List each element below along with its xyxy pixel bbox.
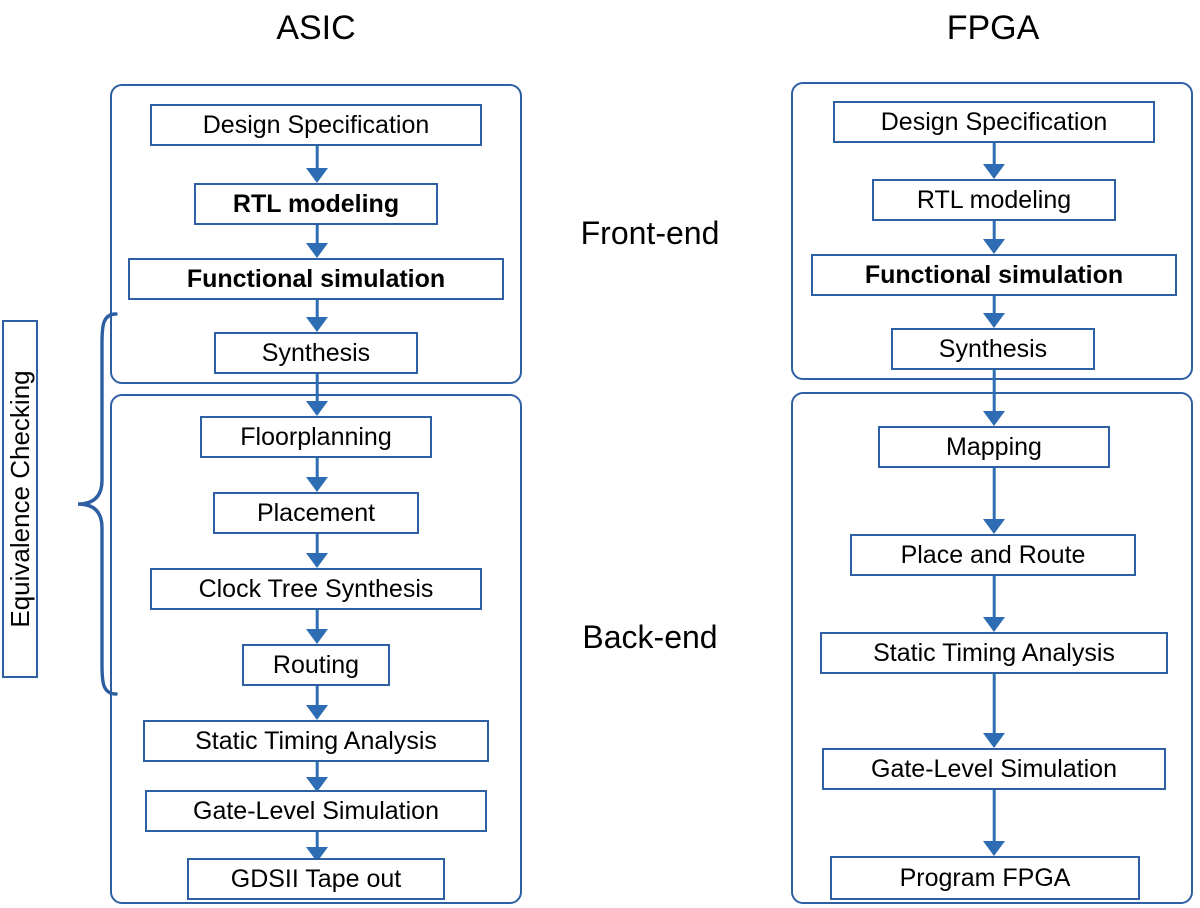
step-fpga-functional-simulation[interactable]: Functional simulation (811, 254, 1177, 296)
column-title-asic: ASIC (276, 9, 356, 47)
equivalence-checking-brace-icon (77, 312, 118, 696)
step-fpga-gate-level-simulation[interactable]: Gate-Level Simulation (822, 748, 1166, 790)
step-fpga-static-timing-analysis[interactable]: Static Timing Analysis (820, 632, 1168, 674)
step-asic-synthesis[interactable]: Synthesis (214, 332, 418, 374)
stage-label-front-end: Front-end (580, 215, 720, 251)
step-asic-gate-level-simulation[interactable]: Gate-Level Simulation (145, 790, 487, 832)
step-fpga-mapping[interactable]: Mapping (878, 426, 1110, 468)
arrow-fpga-fe-1 (983, 143, 1005, 179)
equivalence-checking-label: Equivalence Checking (5, 370, 35, 628)
arrow-asic-be-4 (306, 686, 328, 720)
step-asic-gdsii-tape-out[interactable]: GDSII Tape out (187, 858, 445, 900)
arrow-asic-fe-1 (306, 146, 328, 183)
arrow-fpga-be-3 (983, 674, 1005, 748)
step-fpga-place-and-route[interactable]: Place and Route (850, 534, 1136, 576)
arrow-asic-be-3 (306, 610, 328, 644)
group-fpga-front-end (791, 82, 1193, 380)
step-asic-functional-simulation[interactable]: Functional simulation (128, 258, 504, 300)
step-fpga-program-fpga[interactable]: Program FPGA (830, 856, 1140, 900)
arrow-fpga-fe-3 (983, 296, 1005, 328)
step-asic-routing[interactable]: Routing (242, 644, 390, 686)
arrow-asic-be-5 (306, 762, 328, 792)
arrow-fpga-fe-2 (983, 221, 1005, 254)
step-asic-placement[interactable]: Placement (213, 492, 419, 534)
step-asic-clock-tree-synthesis[interactable]: Clock Tree Synthesis (150, 568, 482, 610)
step-asic-design-specification[interactable]: Design Specification (150, 104, 482, 146)
equivalence-checking-box: Equivalence Checking (2, 320, 38, 678)
step-fpga-design-specification[interactable]: Design Specification (833, 101, 1155, 143)
arrow-asic-fe-3 (306, 300, 328, 332)
arrow-fpga-be-4 (983, 790, 1005, 856)
column-title-fpga: FPGA (946, 9, 1040, 47)
stage-label-back-end: Back-end (582, 619, 718, 655)
step-fpga-rtl-modeling[interactable]: RTL modeling (872, 179, 1116, 221)
arrow-fpga-be-1 (983, 468, 1005, 534)
arrow-fpga-fe-to-be (983, 370, 1005, 426)
arrow-asic-be-2 (306, 534, 328, 568)
step-asic-floorplanning[interactable]: Floorplanning (200, 416, 432, 458)
step-asic-rtl-modeling[interactable]: RTL modeling (194, 183, 438, 225)
step-fpga-synthesis[interactable]: Synthesis (891, 328, 1095, 370)
arrow-asic-fe-to-be (306, 374, 328, 416)
group-fpga-back-end (791, 392, 1193, 904)
arrow-asic-be-1 (306, 458, 328, 492)
arrow-asic-fe-2 (306, 225, 328, 258)
arrow-fpga-be-2 (983, 576, 1005, 632)
step-asic-static-timing-analysis[interactable]: Static Timing Analysis (143, 720, 489, 762)
